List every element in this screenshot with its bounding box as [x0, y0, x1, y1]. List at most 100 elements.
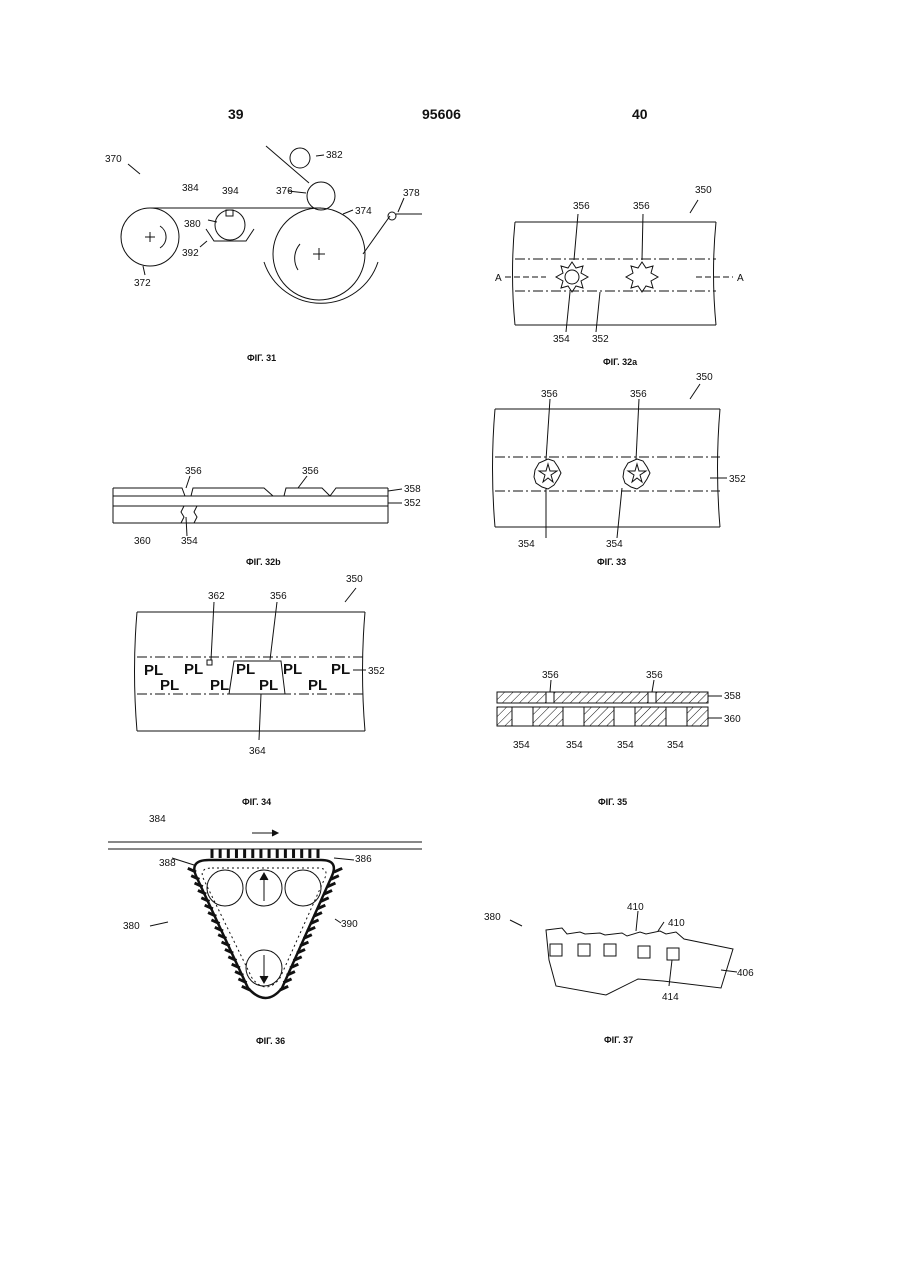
ref-382: 382: [326, 150, 343, 161]
ref-392: 392: [182, 248, 199, 259]
ref-352: 352: [368, 666, 385, 677]
pl-mark: PL: [160, 677, 179, 694]
pl-pattern: PL PL PL PL PL PL PL PL PL: [144, 661, 350, 694]
ref-356: 356: [270, 591, 287, 602]
ref-354: 354: [518, 539, 535, 550]
pl-mark: PL: [283, 661, 302, 678]
ref-360: 360: [724, 714, 741, 725]
ref-360: 360: [134, 536, 151, 547]
caption-fig35: ФІГ. 35: [598, 797, 627, 807]
window-414: [604, 944, 616, 956]
caption-fig32a: ФІГ. 32a: [603, 357, 638, 367]
caption-fig37: ФІГ. 37: [604, 1035, 633, 1045]
ref-354: 354: [553, 334, 570, 345]
marker-362: [207, 660, 212, 665]
aperture-354: [614, 707, 635, 726]
opening-356: [534, 459, 561, 489]
pl-mark: PL: [259, 677, 278, 694]
ref-354: 354: [617, 740, 634, 751]
caption-fig31: ФІГ. 31: [247, 353, 276, 363]
ref-352: 352: [592, 334, 609, 345]
ref-356: 356: [633, 201, 650, 212]
rotation-arrow: [160, 226, 166, 248]
ref-356: 356: [630, 389, 647, 400]
cleat: [225, 949, 233, 953]
cleat: [211, 920, 219, 924]
segment-406: [546, 928, 733, 995]
ref-356: 356: [185, 466, 202, 477]
pl-mark: PL: [210, 677, 229, 694]
roller-376: [307, 182, 335, 210]
ref-350: 350: [696, 372, 713, 383]
layer-358: [497, 692, 708, 703]
guide-378: [388, 212, 396, 220]
cleat: [195, 883, 203, 887]
ref-352: 352: [404, 498, 421, 509]
tray-392: [206, 229, 254, 241]
cleat: [215, 927, 223, 931]
ref-350: 350: [346, 574, 363, 585]
ref-356: 356: [302, 466, 319, 477]
ref-354: 354: [566, 740, 583, 751]
cleat: [232, 964, 240, 968]
star-aperture-354: [539, 464, 557, 482]
ref-354: 354: [513, 740, 530, 751]
pl-mark: PL: [331, 661, 350, 678]
ref-372: 372: [134, 278, 151, 289]
opening-356: [623, 459, 650, 489]
window-414: [638, 946, 650, 958]
opening-356: [546, 692, 554, 703]
opening-356: [648, 692, 656, 703]
ref-362: 362: [208, 591, 225, 602]
cleat: [205, 905, 213, 909]
figure-37: 380 410 410 406 414 ФІГ. 37: [484, 902, 754, 1045]
roller-380: [215, 210, 245, 240]
figure-35: 356 356 358 360 354 354 354 354 ФІГ. 35: [497, 670, 741, 807]
ref-410: 410: [668, 918, 685, 929]
ref-380: 380: [123, 921, 140, 932]
ref-356: 356: [646, 670, 663, 681]
cleat: [235, 972, 243, 976]
cleat: [228, 957, 236, 961]
ref-410: 410: [627, 902, 644, 913]
ref-414: 414: [662, 992, 679, 1003]
cleat: [218, 935, 226, 939]
ref-394: 394: [222, 186, 239, 197]
ref-384: 384: [149, 814, 166, 825]
figure-33: 350 356 356 352 354 354 ФІГ. 33: [493, 372, 747, 567]
layer-358: [113, 488, 388, 496]
cleat: [198, 890, 206, 894]
window-414: [578, 944, 590, 956]
caption-fig33: ФІГ. 33: [597, 557, 626, 567]
ref-358: 358: [404, 484, 421, 495]
figure-32b: 356 356 358 352 360 354 ФІГ. 32b: [113, 466, 421, 567]
window-414: [550, 944, 562, 956]
ref-356: 356: [573, 201, 590, 212]
window-414: [667, 948, 679, 960]
aperture-354: [565, 270, 579, 284]
cleat: [201, 898, 209, 902]
section-mark-a: A: [737, 273, 744, 284]
ref-376: 376: [276, 186, 293, 197]
pl-mark: PL: [308, 677, 327, 694]
ref-350: 350: [695, 185, 712, 196]
feed-line: [266, 146, 309, 183]
ref-356: 356: [541, 389, 558, 400]
drum-shield: [264, 262, 378, 303]
star-opening-356: [626, 262, 658, 292]
cleat: [334, 868, 342, 872]
roller: [285, 870, 321, 906]
pl-mark: PL: [236, 661, 255, 678]
ref-378: 378: [403, 188, 420, 199]
caption-fig32b: ФІГ. 32b: [246, 557, 281, 567]
ref-406: 406: [737, 968, 754, 979]
ref-386: 386: [355, 854, 372, 865]
ref-364: 364: [249, 746, 266, 757]
ref-354: 354: [606, 539, 623, 550]
ref-352: 352: [729, 474, 746, 485]
star-opening-356: [556, 262, 588, 292]
caption-fig34: ФІГ. 34: [242, 797, 271, 807]
aperture-354: [666, 707, 687, 726]
ref-358: 358: [724, 691, 741, 702]
